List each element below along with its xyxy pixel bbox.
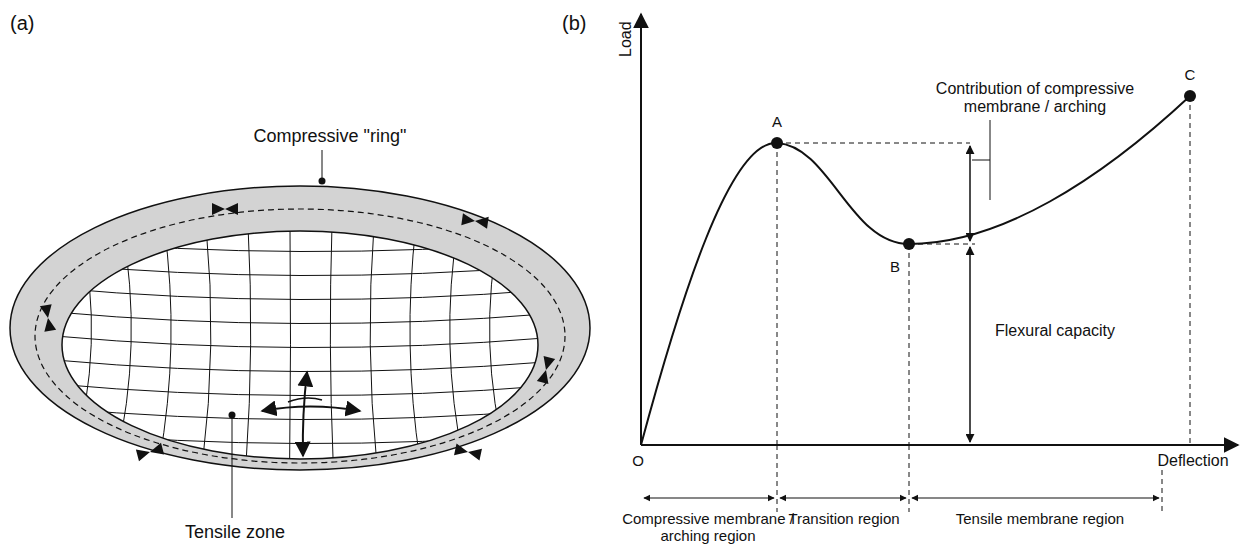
text-label: A — [767, 113, 787, 130]
text-label: (b) — [562, 12, 602, 35]
text-label: O — [628, 452, 648, 469]
text-label: C — [1180, 66, 1200, 83]
text-label: Transition region — [780, 510, 908, 527]
text-label: Compressive "ring" — [210, 126, 450, 147]
text-label: Deflection — [1148, 452, 1238, 470]
load-deflection-chart — [641, 14, 1238, 512]
slab-dish — [10, 150, 590, 518]
text-label: B — [885, 258, 905, 275]
text-label: Load — [617, 9, 635, 69]
text-label: Contribution of compressive membrane / a… — [925, 80, 1145, 117]
text-label: Flexural capacity — [995, 322, 1135, 340]
text-label: Compressive membrane / arching region — [608, 510, 808, 545]
text-label: Tensile membrane region — [945, 510, 1135, 527]
text-label: Tensile zone — [160, 522, 310, 543]
text-label: (a) — [10, 12, 50, 35]
